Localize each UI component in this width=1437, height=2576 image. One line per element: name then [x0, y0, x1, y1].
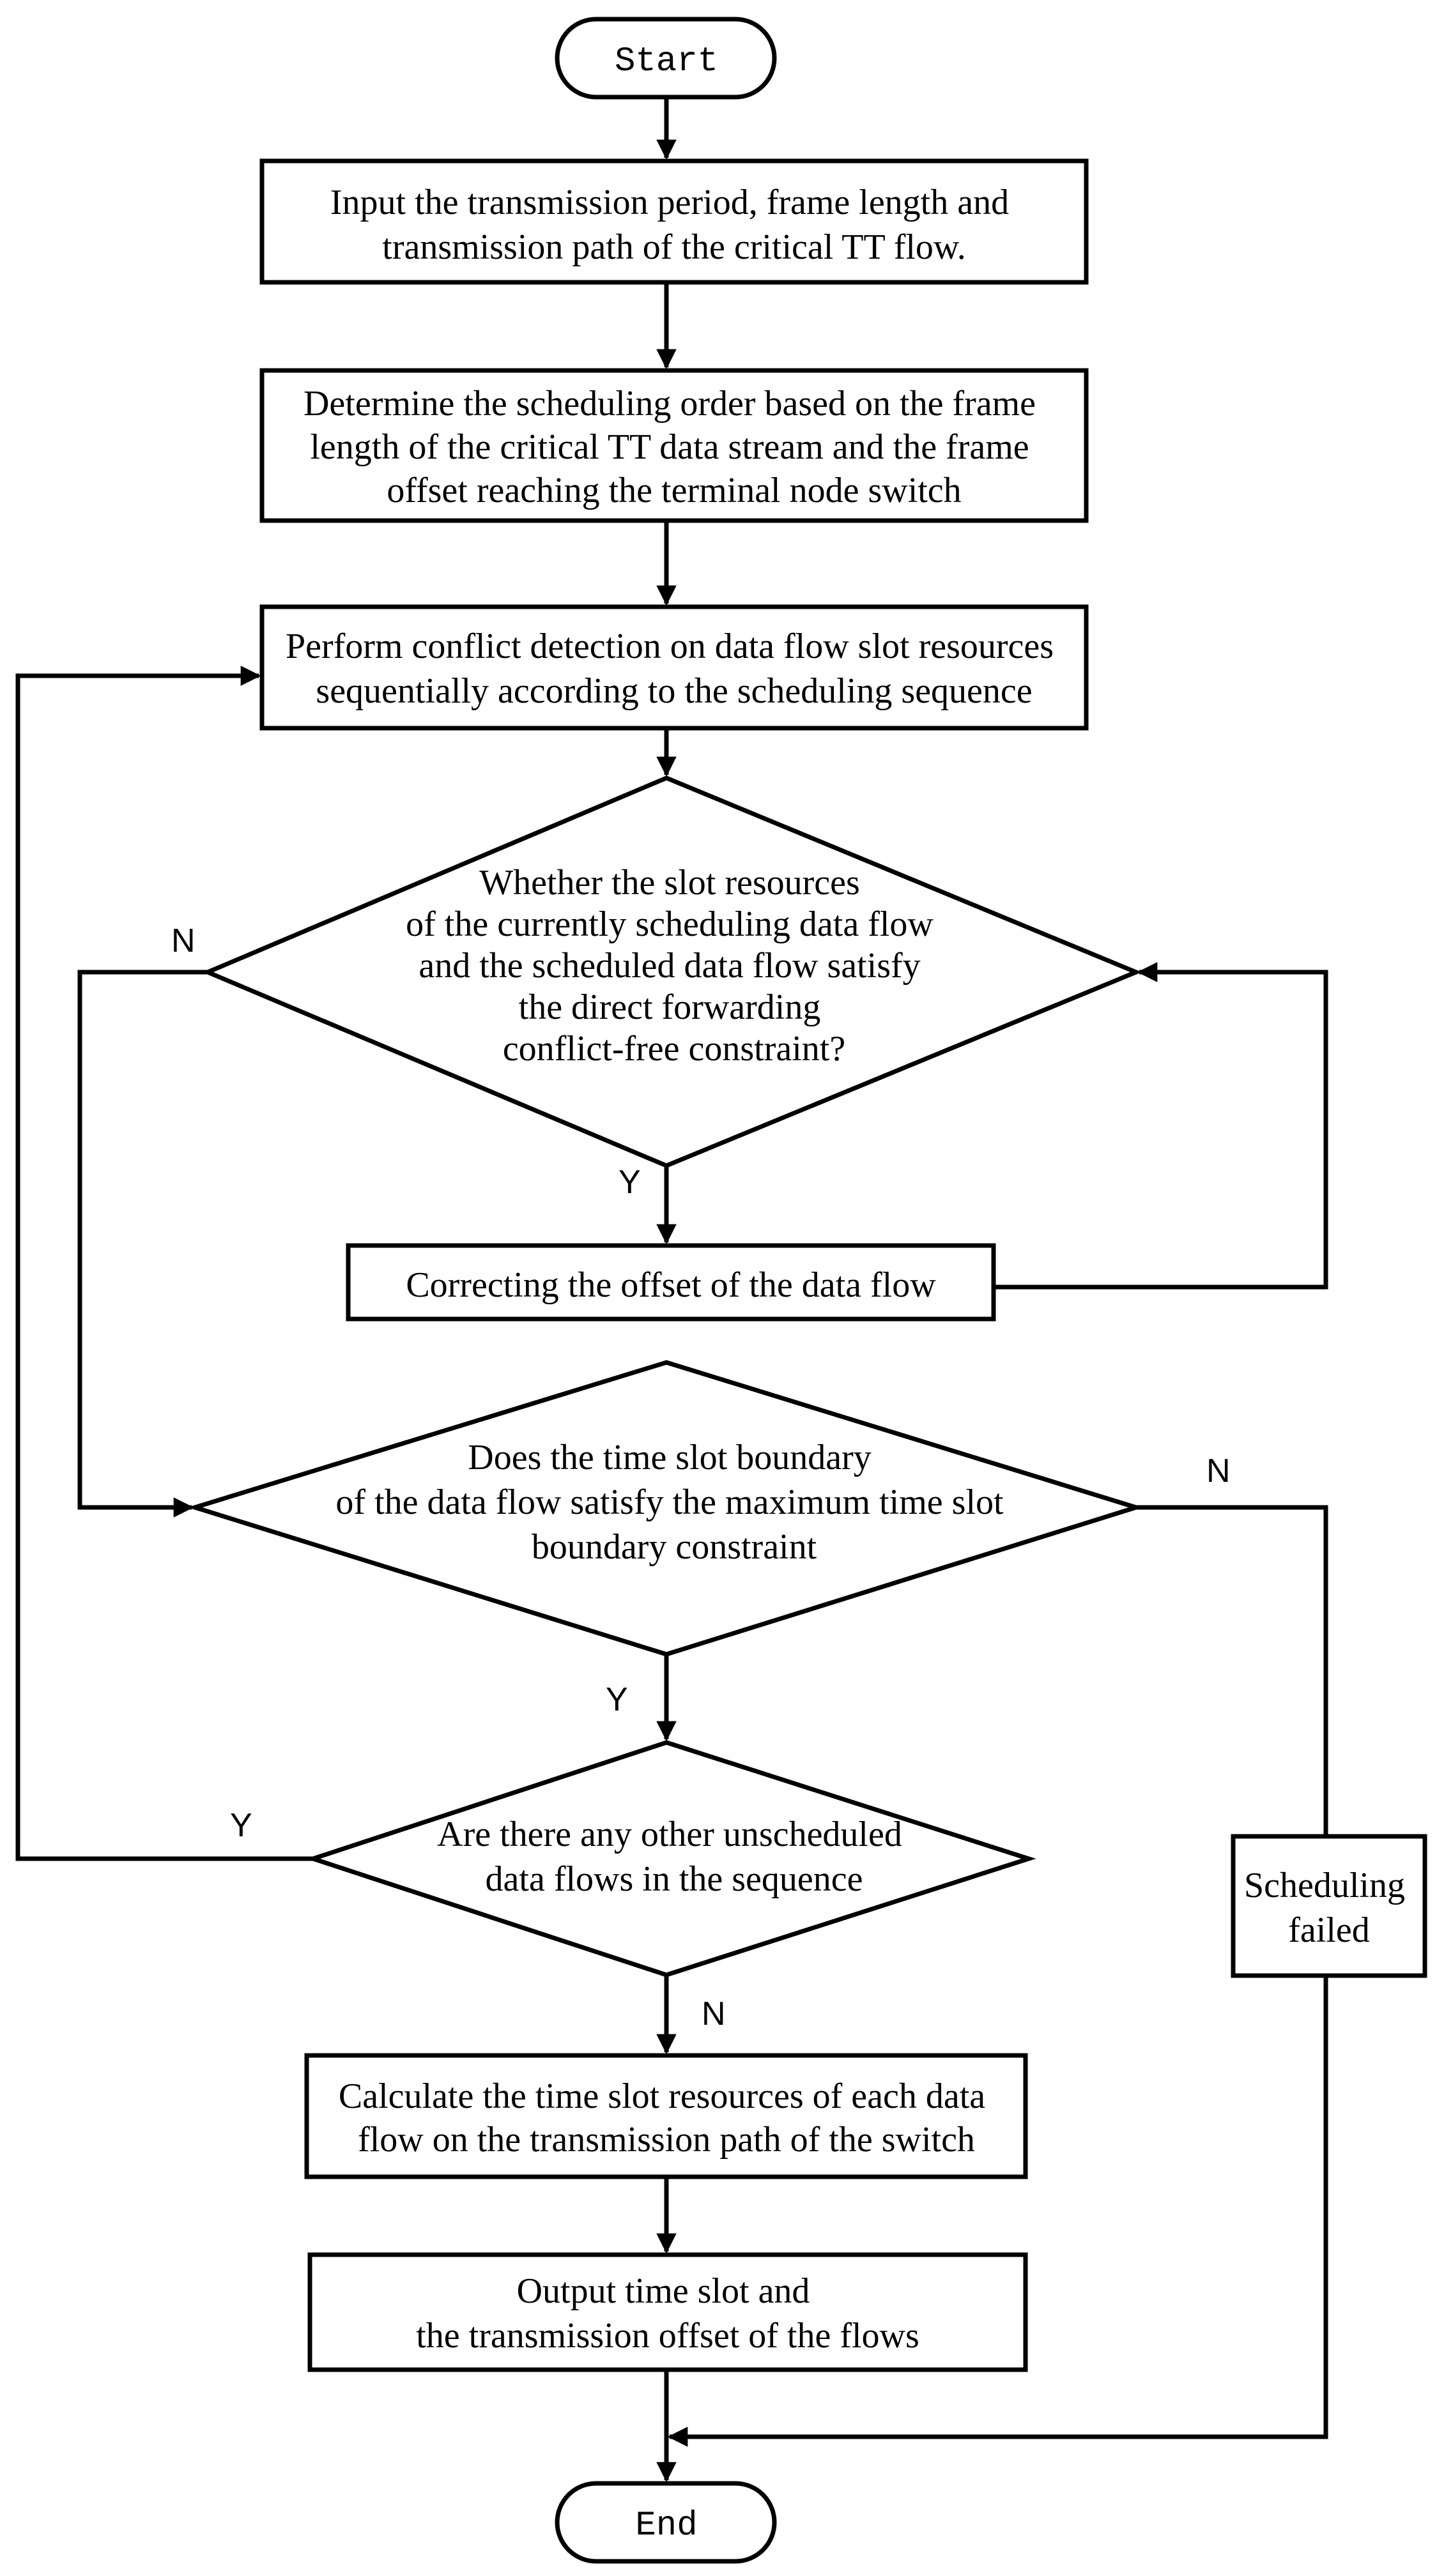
- order-box: [259, 368, 1089, 523]
- arrow-correct-loop-to-conflict: [994, 962, 1328, 1290]
- calculate-text: Calculate the time slot resources of eac…: [339, 2077, 994, 2160]
- scheduling-failed-text: Scheduling failed: [1244, 1866, 1414, 1950]
- output-text: Output time slot and the transmission of…: [416, 2271, 919, 2356]
- more-no-label: N: [702, 1995, 726, 2032]
- conflict-decision-text: Whether the slot resources of the curren…: [406, 863, 942, 1069]
- arrow-failed-to-end: [667, 1976, 1328, 2447]
- end-label: End: [635, 2506, 697, 2545]
- output-box: [307, 2252, 1028, 2372]
- boundary-yes-label: Y: [606, 1681, 628, 1718]
- arrow-conflict-no-to-boundary: [77, 970, 208, 1518]
- detect-text: Perform conflict detection on data flow …: [286, 627, 1063, 711]
- more-flows-decision-text: Are there any other unscheduled data flo…: [437, 1815, 911, 1899]
- more-flows-decision: [305, 1740, 1036, 1978]
- detect-box: [259, 604, 1089, 731]
- line-boundary-no-to-failed: [1136, 1505, 1328, 1836]
- conflict-no-label: N: [171, 922, 196, 959]
- end-terminal: [555, 2481, 777, 2564]
- correct-text: Correcting the offset of the data flow: [406, 1265, 936, 1305]
- calculate-box: [304, 2053, 1028, 2179]
- conflict-yes-label: Y: [619, 1164, 641, 1201]
- input-text: Input the transmission period, frame len…: [330, 183, 1018, 267]
- boundary-decision-text: Does the time slot boundary of the data …: [335, 1438, 1012, 1567]
- correct-box: [346, 1243, 996, 1322]
- arrow-more-yes-to-detect: [15, 666, 313, 1861]
- more-yes-label: Y: [230, 1807, 252, 1844]
- boundary-no-label: N: [1206, 1452, 1231, 1490]
- input-box: [259, 158, 1089, 285]
- scheduling-failed-box: [1231, 1834, 1427, 1978]
- start-label: Start: [615, 42, 718, 81]
- order-text: Determine the scheduling order based on …: [304, 384, 1045, 510]
